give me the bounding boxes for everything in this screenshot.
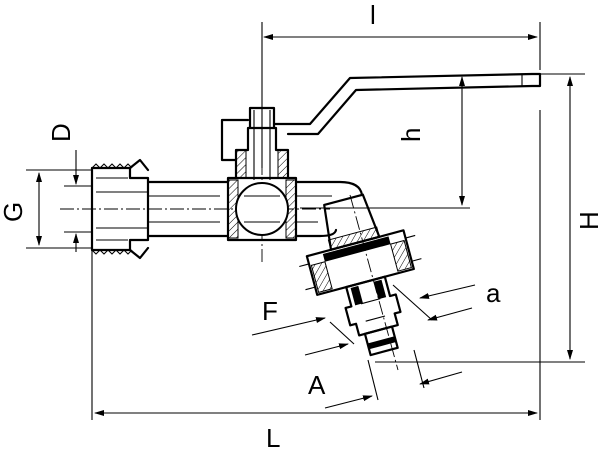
label-A-upper: A: [308, 370, 326, 400]
label-l: l: [370, 0, 376, 30]
label-F-upper: F: [262, 296, 278, 326]
stem-and-lever: [220, 72, 542, 180]
valve-body: [90, 158, 364, 260]
label-H-upper: H: [574, 211, 600, 230]
label-D-upper: D: [46, 123, 76, 142]
label-G-upper: G: [0, 202, 28, 222]
spout-nozzle: [299, 193, 422, 357]
label-L-upper: L: [266, 423, 280, 451]
label-a: a: [486, 278, 501, 308]
label-h: h: [396, 128, 426, 142]
dimension-lines: [26, 22, 585, 420]
